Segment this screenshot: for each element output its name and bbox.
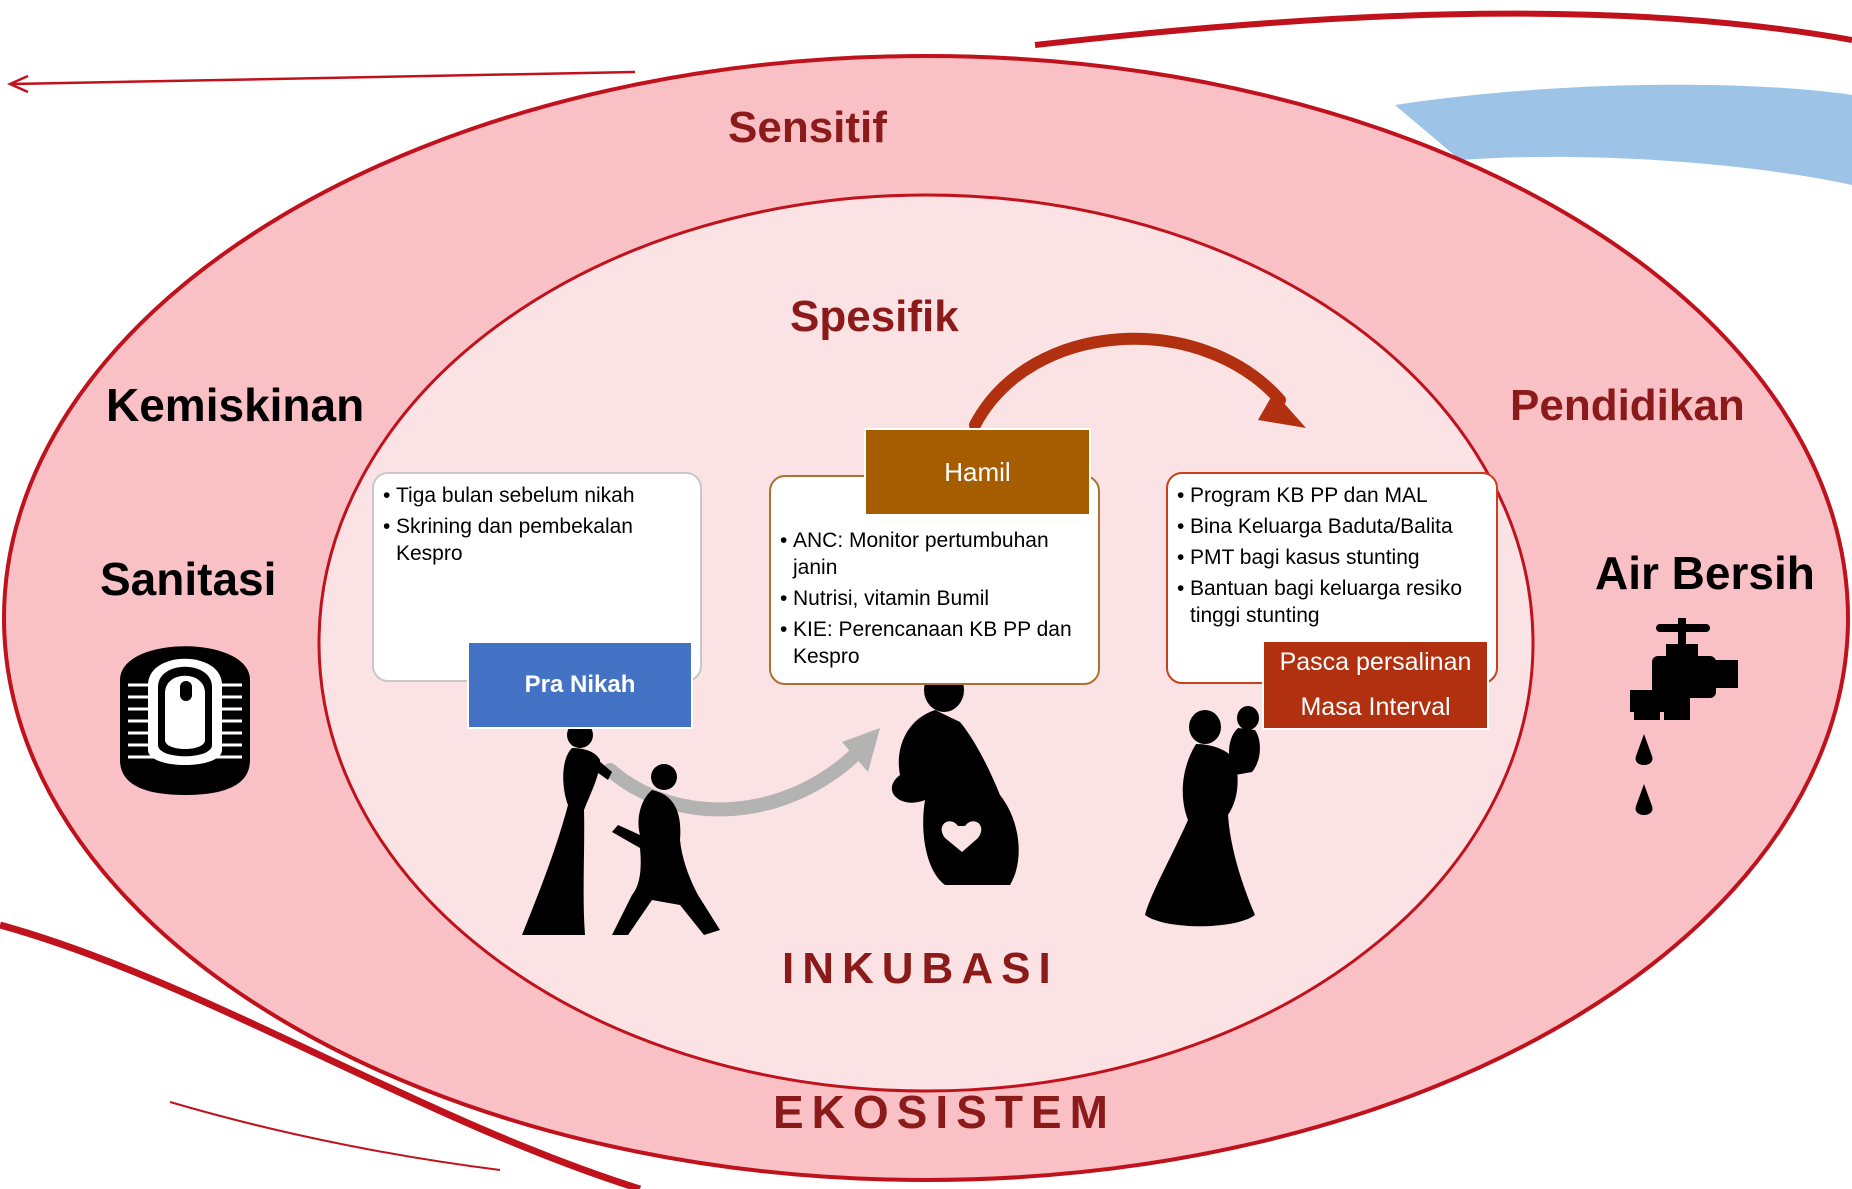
list-item: KIE: Perencanaan KB PP dan Kespro	[775, 616, 1090, 670]
thin-arrow-head	[6, 74, 29, 94]
mother-baby-silhouette	[1145, 706, 1260, 927]
gray-arrow-curve	[603, 743, 867, 817]
stage-hamil-tag: Hamil	[864, 428, 1091, 516]
factor-air-bersih: Air Bersih	[1595, 547, 1815, 599]
red-swoosh-top	[1034, 10, 1852, 48]
proposal-couple-silhouette	[522, 722, 720, 935]
squat-toilet-icon	[120, 646, 250, 795]
blue-swoosh	[1395, 84, 1852, 185]
list-item: Bina Keluarga Baduta/Balita	[1172, 513, 1486, 540]
red-arrow-head	[1258, 392, 1306, 428]
list-item: Skrining dan pembekalan Kespro	[378, 513, 690, 567]
stage-hamil-list: ANC: Monitor pertumbuhan janin Nutrisi, …	[771, 477, 1098, 670]
stage-pasca-title-line1: Pasca persalinan	[1279, 648, 1472, 676]
list-item: Bantuan bagi keluarga resiko tinggi stun…	[1172, 575, 1486, 629]
list-item: ANC: Monitor pertumbuhan janin	[775, 527, 1090, 581]
inner-top-label: Spesifik	[790, 292, 959, 341]
water-tap-icon	[1630, 618, 1738, 815]
list-item: Nutrisi, vitamin Bumil	[775, 585, 1090, 612]
inner-bottom-label: INKUBASI	[782, 944, 1059, 993]
thin-arrow-line	[11, 70, 636, 86]
stage-pra-nikah-list: Tiga bulan sebelum nikah Skrining dan pe…	[374, 474, 700, 567]
outer-bottom-label: EKOSISTEM	[773, 1086, 1116, 1138]
factor-pendidikan: Pendidikan	[1510, 381, 1745, 430]
stage-pasca-tag: Pasca persalinan Masa Interval	[1262, 640, 1489, 730]
red-swoosh-bottom-thin	[169, 1101, 501, 1171]
stage-pasca-list: Program KB PP dan MAL Bina Keluarga Badu…	[1168, 474, 1496, 629]
stage-pasca-title-line2: Masa Interval	[1300, 693, 1451, 721]
list-item: PMT bagi kasus stunting	[1172, 544, 1486, 571]
factor-sanitasi: Sanitasi	[100, 553, 277, 605]
red-swoosh-bottom	[0, 921, 642, 1189]
list-item: Tiga bulan sebelum nikah	[378, 482, 690, 509]
stage-pra-nikah-tag: Pra Nikah	[467, 641, 693, 729]
red-arrow-curve	[969, 332, 1286, 431]
outer-top-label: Sensitif	[728, 103, 887, 152]
gray-arrow-head	[842, 728, 880, 772]
factor-kemiskinan: Kemiskinan	[106, 379, 365, 431]
list-item: Program KB PP dan MAL	[1172, 482, 1486, 509]
